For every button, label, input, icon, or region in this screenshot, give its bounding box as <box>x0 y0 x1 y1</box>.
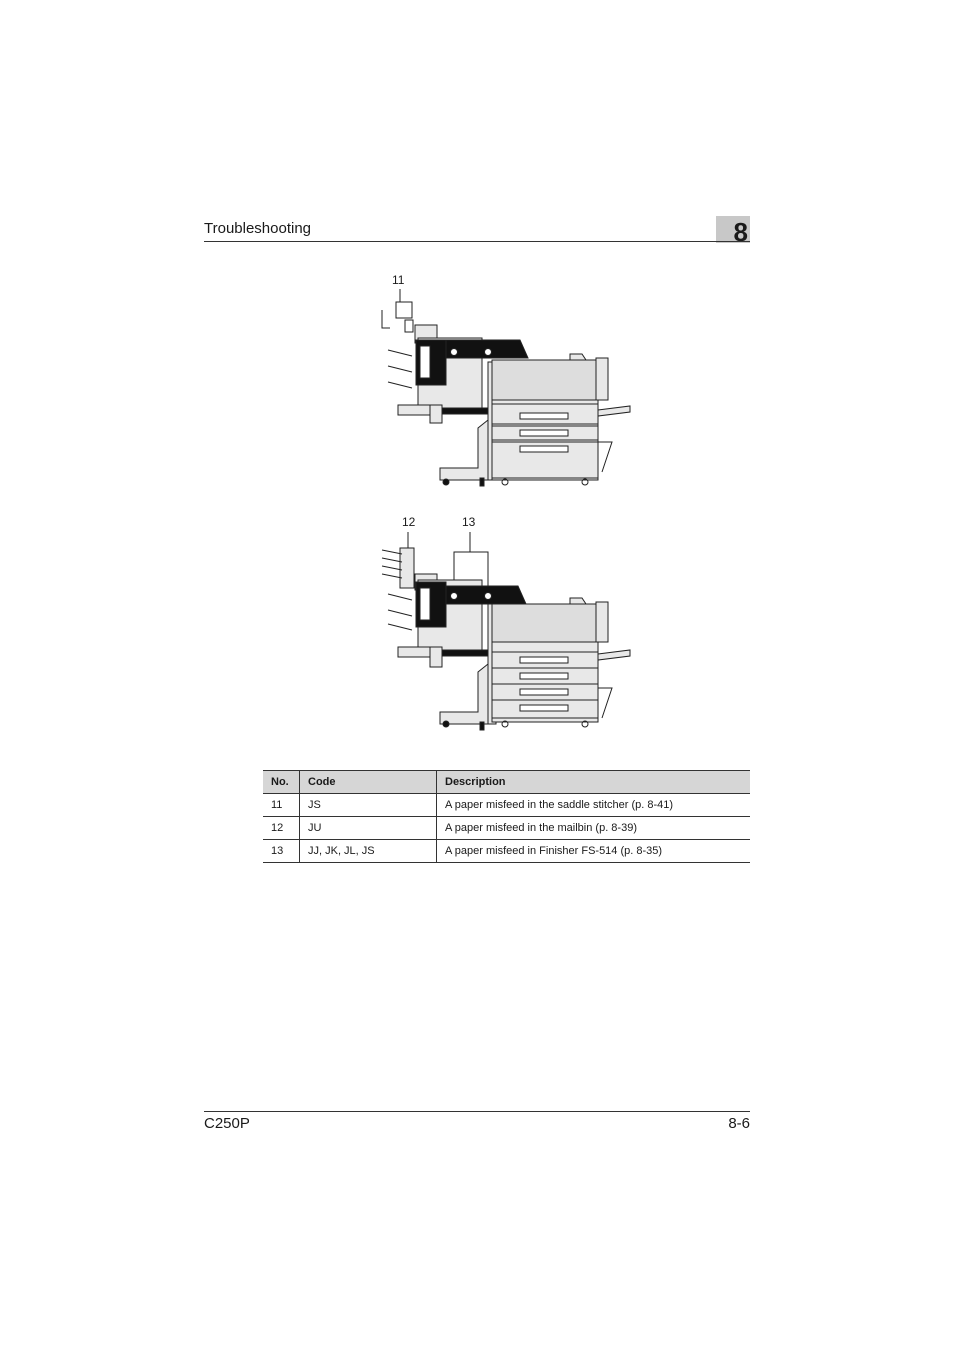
printer-illustration <box>381 532 631 731</box>
printer-diagram-saddle-stitcher: 11 <box>380 270 640 490</box>
misfeed-code-table: No. Code Description 11 JS A paper misfe… <box>263 770 750 863</box>
table-row: 11 JS A paper misfeed in the saddle stit… <box>263 793 750 817</box>
chapter-number-badge: 8 <box>716 216 750 247</box>
footer-model-name: C250P <box>204 1115 250 1132</box>
callout-11-label: 11 <box>392 273 405 287</box>
cell-no: 13 <box>263 839 300 863</box>
cell-description: A paper misfeed in the saddle stitcher (… <box>436 793 750 817</box>
table-row: 12 JU A paper misfeed in the mailbin (p.… <box>263 816 750 840</box>
footer-page-number: 8-6 <box>728 1115 750 1132</box>
cell-no: 12 <box>263 816 300 840</box>
header-description: Description <box>436 770 750 794</box>
footer-divider <box>204 1111 750 1112</box>
cell-no: 11 <box>263 793 300 817</box>
cell-description: A paper misfeed in the mailbin (p. 8-39) <box>436 816 750 840</box>
printer-diagram-mailbin-finisher: 12 13 <box>380 512 640 734</box>
table-row: 13 JJ, JK, JL, JS A paper misfeed in Fin… <box>263 839 750 863</box>
cell-code: JJ, JK, JL, JS <box>299 839 437 863</box>
cell-code: JU <box>299 816 437 840</box>
running-header-title: Troubleshooting <box>204 220 312 237</box>
cell-description: A paper misfeed in Finisher FS-514 (p. 8… <box>436 839 750 863</box>
header-divider <box>204 241 750 242</box>
cell-code: JS <box>299 793 437 817</box>
callout-12-label: 12 <box>402 515 416 529</box>
header-code: Code <box>299 770 437 794</box>
table-header-row: No. Code Description <box>263 770 750 794</box>
header-no: No. <box>263 770 300 794</box>
printer-illustration <box>381 289 631 487</box>
callout-13-label: 13 <box>462 515 476 529</box>
